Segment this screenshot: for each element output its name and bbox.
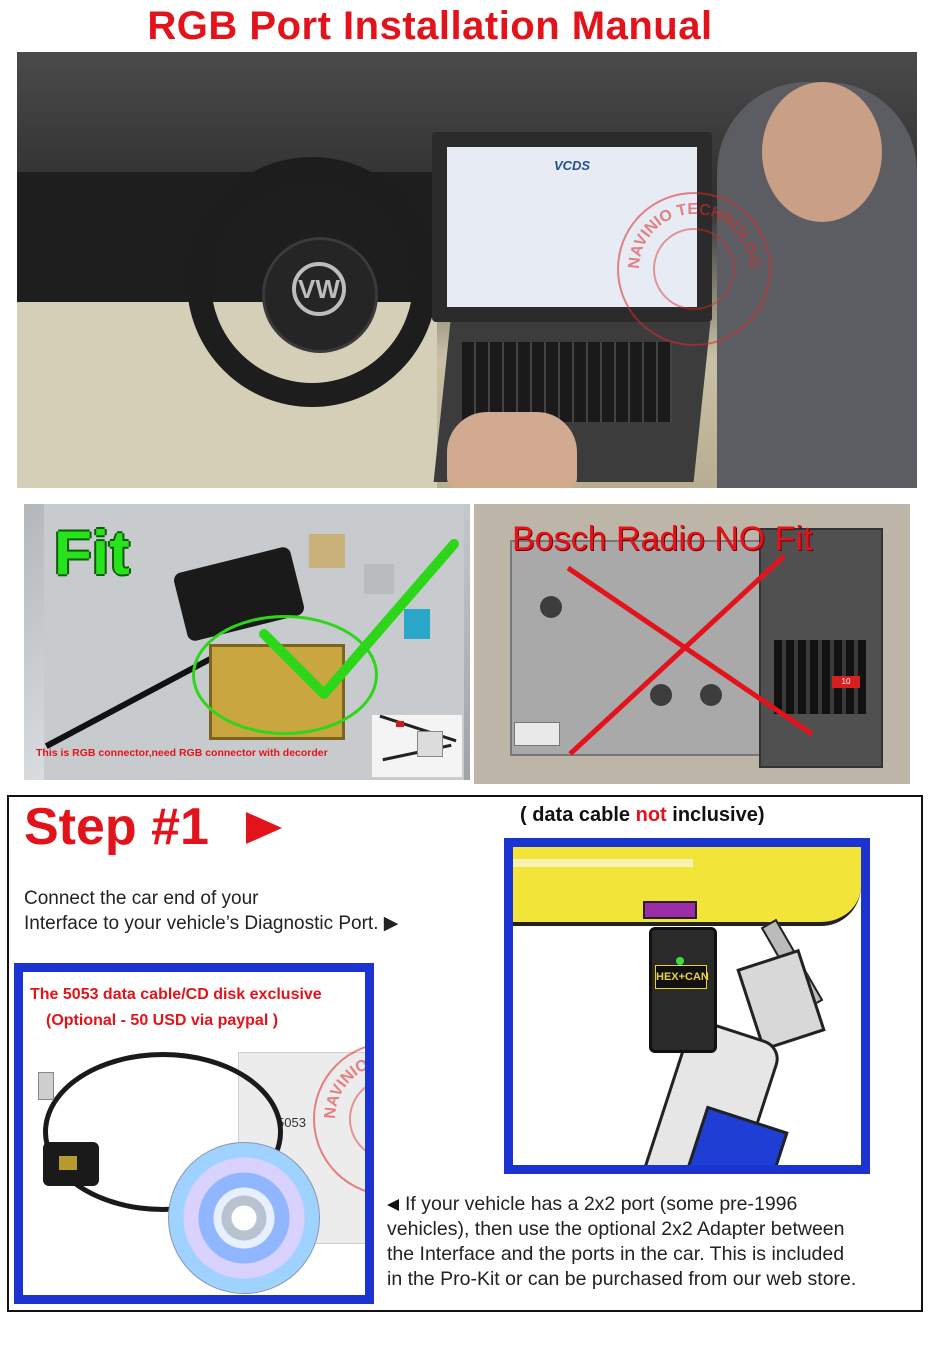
mount-hole xyxy=(540,596,562,618)
left-arrow-icon xyxy=(387,1198,399,1211)
antenna-port-tan xyxy=(309,534,345,568)
usb-plug xyxy=(38,1072,54,1100)
fit-label: Fit xyxy=(54,519,130,588)
step-description-line: Interface to your vehicle’s Diagnostic P… xyxy=(24,913,399,934)
fit-radio-photo: Fit This is RGB connector,need RGB conne… xyxy=(24,504,470,780)
bosch-radio-body xyxy=(510,540,772,756)
port-note-line: in the Pro-Kit or can be purchased from … xyxy=(387,1268,857,1290)
step-title: Step #1 xyxy=(24,798,209,856)
svg-text:NAVINIO TECHNOLOGY.LTD: NAVINIO TECHNOLOGY.LTD xyxy=(315,1044,374,1119)
mount-hole xyxy=(700,684,722,706)
nofit-label: Bosch Radio NO Fit xyxy=(512,520,813,558)
antenna-port-blue xyxy=(404,609,430,639)
laptop-keyboard xyxy=(462,342,672,422)
antenna-port-grey xyxy=(364,564,394,594)
step-description-line: Connect the car end of your xyxy=(24,888,259,909)
watermark-stamp: NAVINIO TECHNOLOGY.LTD xyxy=(617,192,771,346)
green-check-icon xyxy=(259,539,459,699)
stamp-inner-ring xyxy=(653,228,735,310)
port-note-line: vehicles), then use the optional 2x2 Ada… xyxy=(387,1218,845,1240)
technician-head xyxy=(762,82,882,222)
port-note-line: the Interface and the ports in the car. … xyxy=(387,1243,845,1265)
mount-hole xyxy=(650,684,672,706)
status-led xyxy=(676,957,684,965)
page-title: RGB Port Installation Manual xyxy=(147,4,713,48)
vw-logo: VW xyxy=(292,262,346,316)
port-note-line: If your vehicle has a 2x2 port (some pre… xyxy=(387,1192,927,1217)
laptop-app-title: VCDS xyxy=(553,158,591,173)
cable-note-highlight: not xyxy=(635,804,667,826)
dashboard-stripe xyxy=(513,859,693,867)
fit-caption: This is RGB connector,need RGB connector… xyxy=(36,747,328,759)
technician-hand xyxy=(447,412,577,488)
step-section-frame xyxy=(7,795,923,1312)
port-note: If your vehicle has a 2x2 port (some pre… xyxy=(387,1192,927,1292)
data-cable xyxy=(43,1052,283,1212)
stamp-text: NAVINIO TECHNOLOGY.LTD xyxy=(315,1044,374,1119)
cable-note-prefix: ( data cable xyxy=(520,804,636,826)
port-note-text: If your vehicle has a 2x2 port (some pre… xyxy=(405,1193,798,1215)
decoder-box xyxy=(417,731,443,757)
manual-label: 5053 xyxy=(277,1115,306,1130)
cable-note: ( data cable not inclusive) xyxy=(520,804,765,827)
obd-label xyxy=(59,1156,77,1170)
connector-tag: 10 xyxy=(832,676,860,688)
highlight-ellipse xyxy=(192,615,378,735)
steering-wheel-hub xyxy=(262,237,378,353)
cd-disk xyxy=(168,1142,320,1294)
red-cross-icon xyxy=(566,554,814,756)
diagnostic-port xyxy=(643,901,697,919)
decoder-inset-photo xyxy=(371,714,463,778)
step-description: Connect the car end of your Interface to… xyxy=(24,886,398,936)
promo-box: 5053 NAVINIO TECHNOLOGY.LTD xyxy=(14,963,374,1304)
watermark-stamp: NAVINIO TECHNOLOGY.LTD xyxy=(313,1042,374,1196)
stamp-text: NAVINIO TECHNOLOGY.LTD xyxy=(619,194,762,269)
obd-illustration: HEX+CAN xyxy=(504,838,870,1174)
promo-price: (Optional - 50 USD via paypal ) xyxy=(46,1012,279,1029)
hexcan-label: HEX+CAN xyxy=(655,965,709,989)
car-diagnostic-photo: VW VCDS NAVINIO TECHNOLOGY.LTD xyxy=(17,52,917,488)
small-connector xyxy=(514,722,560,746)
inset-red-plug xyxy=(396,721,404,727)
svg-text:NAVINIO TECHNOLOGY.LTD: NAVINIO TECHNOLOGY.LTD xyxy=(619,194,762,269)
nofit-radio-photo: 10 Bosch Radio NO Fit xyxy=(474,504,910,784)
play-arrow-icon xyxy=(246,812,282,844)
hexcan-interface xyxy=(649,927,717,1053)
promo-title: The 5053 data cable/CD disk exclusive xyxy=(30,986,322,1003)
cable-note-suffix: inclusive) xyxy=(666,804,765,826)
